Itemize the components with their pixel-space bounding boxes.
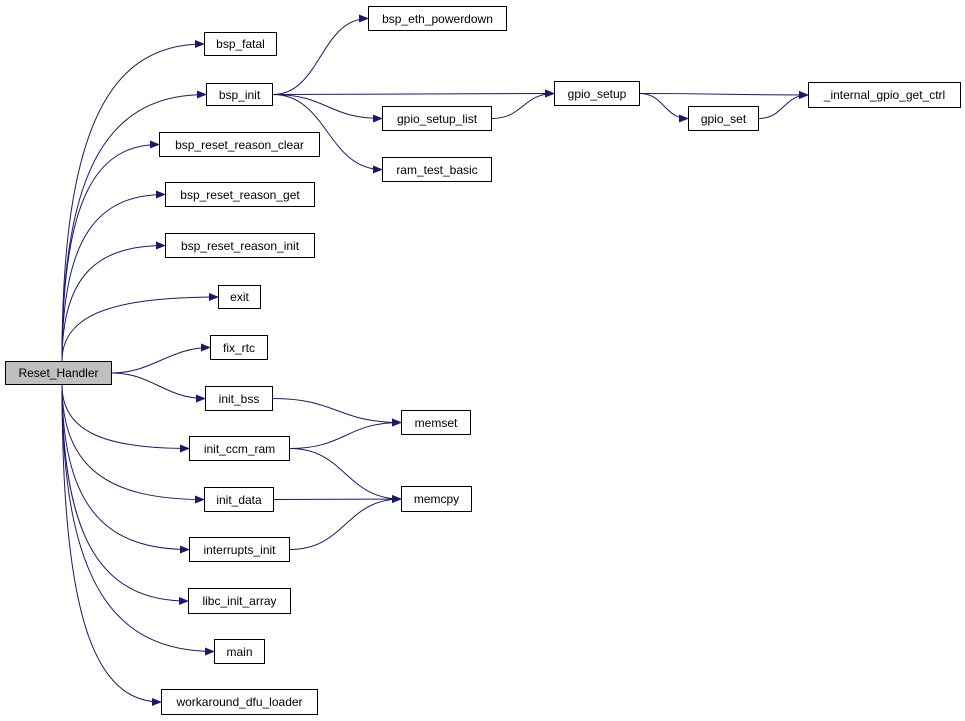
edge-reset-handler-to-exit [61, 293, 219, 362]
node-bsp-reset-reason-clear[interactable]: bsp_reset_reason_clear [159, 132, 320, 157]
node-bsp-reset-reason-init[interactable]: bsp_reset_reason_init [165, 233, 315, 258]
edge-gpio-setup-list-to-gpio-setup [491, 89, 555, 119]
edge-reset-handler-to-init-bss [111, 372, 206, 403]
node-init-bss[interactable]: init_bss [205, 386, 273, 411]
node-gpio-setup-list[interactable]: gpio_setup_list [382, 106, 492, 131]
node-bsp-init[interactable]: bsp_init [206, 83, 273, 106]
node-memset[interactable]: memset [401, 410, 471, 435]
edge-reset-handler-to-fix-rtc [111, 343, 211, 374]
node-fix-rtc[interactable]: fix_rtc [210, 335, 268, 360]
node-main[interactable]: main [214, 639, 265, 664]
edge-gpio-set-to-internal-gpio-get-ctrl [758, 91, 809, 119]
edge-reset-handler-to-interrupts-init [61, 384, 190, 554]
edge-reset-handler-to-bsp-reset-reason-get [61, 190, 166, 362]
edge-bsp-init-to-gpio-setup [272, 89, 555, 98]
node-init-ccm-ram[interactable]: init_ccm_ram [189, 436, 290, 461]
edge-bsp-init-to-gpio-setup-list [272, 94, 383, 123]
edge-init-bss-to-memset [272, 398, 402, 427]
edge-bsp-init-to-bsp-eth-powerdown [272, 14, 369, 95]
edge-init-ccm-ram-to-memcpy [289, 448, 402, 503]
node-internal-gpio-get-ctrl[interactable]: _internal_gpio_get_ctrl [808, 82, 961, 108]
edge-reset-handler-to-workaround-dfu-loader [61, 384, 162, 706]
node-gpio-setup[interactable]: gpio_setup [554, 81, 640, 106]
edge-reset-handler-to-init-ccm-ram [61, 384, 190, 453]
edge-reset-handler-to-main [61, 384, 215, 656]
edge-init-ccm-ram-to-memset [289, 418, 402, 449]
node-bsp-fatal[interactable]: bsp_fatal [204, 32, 277, 56]
edge-gpio-setup-to-internal-gpio-get-ctrl [639, 90, 809, 99]
node-reset-handler: Reset_Handler [5, 361, 112, 385]
edge-interrupts-init-to-memcpy [289, 495, 402, 550]
edge-reset-handler-to-libc-init-array [61, 384, 189, 605]
node-memcpy[interactable]: memcpy [401, 486, 472, 512]
edge-init-data-to-memcpy [273, 495, 402, 504]
node-libc-init-array[interactable]: libc_init_array [188, 588, 291, 614]
node-gpio-set[interactable]: gpio_set [688, 106, 759, 131]
node-ram-test-basic[interactable]: ram_test_basic [382, 157, 492, 182]
edge-reset-handler-to-bsp-reset-reason-clear [61, 140, 160, 362]
edge-bsp-init-to-ram-test-basic [272, 94, 383, 174]
edge-reset-handler-to-bsp-fatal [61, 40, 205, 362]
node-bsp-reset-reason-get[interactable]: bsp_reset_reason_get [165, 182, 315, 207]
node-exit[interactable]: exit [218, 285, 261, 309]
node-workaround-dfu-loader[interactable]: workaround_dfu_loader [161, 689, 318, 715]
edge-reset-handler-to-bsp-reset-reason-init [61, 241, 166, 362]
node-interrupts-init[interactable]: interrupts_init [189, 537, 290, 562]
edge-gpio-setup-to-gpio-set [639, 93, 689, 123]
edge-reset-handler-to-init-data [61, 384, 205, 504]
node-init-data[interactable]: init_data [204, 487, 274, 512]
node-bsp-eth-powerdown[interactable]: bsp_eth_powerdown [368, 6, 507, 31]
